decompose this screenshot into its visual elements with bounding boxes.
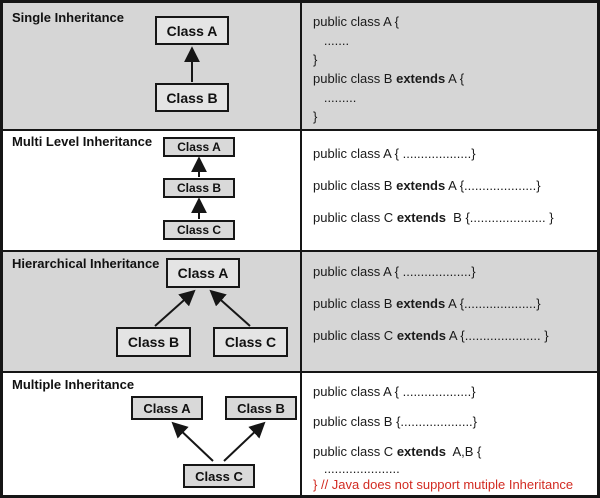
code-line: ....... <box>313 33 350 48</box>
code-line: } <box>313 109 318 124</box>
code-line: ..................... <box>313 461 400 476</box>
class-a-box: Class A <box>155 16 229 45</box>
code-line: ......... <box>313 90 357 105</box>
multilevel-code-panel: public class A { ...................} pu… <box>302 131 597 250</box>
class-c-label: Class C <box>176 223 222 237</box>
multilevel-diagram-panel: Multi Level Inheritance Class A Class B … <box>3 131 302 250</box>
class-b-box: Class B <box>163 178 235 198</box>
section-title: Multi Level Inheritance <box>12 134 153 149</box>
class-c-label: Class C <box>224 334 277 350</box>
section-title: Multiple Inheritance <box>12 377 135 392</box>
code-line: public class A { ...................} <box>313 146 476 161</box>
code-line: public class A { ...................} <box>313 264 476 279</box>
class-a-label: Class A <box>143 400 191 416</box>
class-c-box: Class C <box>163 220 235 240</box>
code-line: public class A { <box>313 14 399 29</box>
code-line: public class A { ...................} <box>313 384 476 399</box>
section-title: Single Inheritance <box>12 10 124 25</box>
code-line: } <box>313 52 318 67</box>
hierarchical-code-panel: public class A { ...................} pu… <box>302 252 597 371</box>
class-c-box: Class C <box>183 464 255 488</box>
code-line: public class B extends A { <box>313 71 465 86</box>
class-a-box: Class A <box>163 137 235 157</box>
code-line: public class B {....................} <box>313 414 478 429</box>
single-diagram-panel: Single Inheritance Class A Class B <box>3 3 302 129</box>
class-a-box: Class A <box>131 396 203 420</box>
class-b-label: Class B <box>237 400 285 416</box>
class-c-box: Class C <box>213 327 288 357</box>
class-b-label: Class B <box>166 89 218 106</box>
code-line: public class C extends B {..............… <box>313 210 554 225</box>
code-line: public class B extends A {..............… <box>313 296 541 311</box>
multiple-diagram-panel: Multiple Inheritance Class A Class B Cla… <box>3 373 302 495</box>
class-b-box: Class B <box>155 83 229 112</box>
code-line: public class B extends A {..............… <box>313 178 541 193</box>
section-single-inheritance: Single Inheritance Class A Class B publi… <box>3 3 597 129</box>
class-b-box: Class B <box>116 327 191 357</box>
class-a-label: Class A <box>166 22 218 39</box>
multiple-code-panel: public class A { ...................} pu… <box>302 373 597 495</box>
class-b-box: Class B <box>225 396 297 420</box>
class-b-label: Class B <box>127 334 180 350</box>
class-a-label: Class A <box>177 265 229 281</box>
class-b-label: Class B <box>176 181 222 195</box>
code-comment-line: } // Java does not support mutiple Inher… <box>313 477 574 492</box>
section-hierarchical-inheritance: Hierarchical Inheritance Class A Class B… <box>3 250 597 371</box>
section-multi-level-inheritance: Multi Level Inheritance Class A Class B … <box>3 129 597 250</box>
class-a-box: Class A <box>166 258 240 288</box>
single-code-panel: public class A { ....... } public class … <box>302 3 597 129</box>
class-a-label: Class A <box>177 140 221 154</box>
section-multiple-inheritance: Multiple Inheritance Class A Class B Cla… <box>3 371 597 495</box>
hierarchical-diagram-panel: Hierarchical Inheritance Class A Class B… <box>3 252 302 371</box>
class-c-label: Class C <box>195 468 243 484</box>
section-title: Hierarchical Inheritance <box>12 256 160 271</box>
code-line: public class C extends A,B { <box>313 444 482 459</box>
code-line: public class C extends A {..............… <box>313 328 549 343</box>
